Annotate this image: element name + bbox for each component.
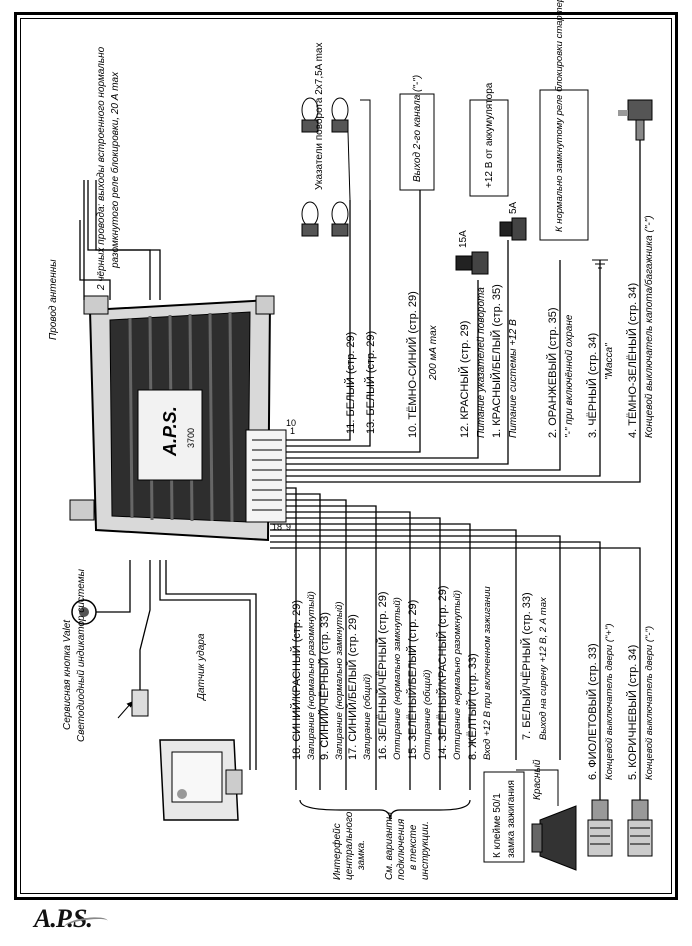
wire-6-sub: Концевой выключатель двери ("+") (604, 624, 615, 780)
wire-15-label: 15. ЗЕЛЁНЫЙ/БЕЛЫЙ (стр. 29) (406, 600, 419, 760)
turn-signal-lamps (301, 97, 371, 237)
starter-label: К нормально замкнутому реле блокировки с… (554, 0, 565, 232)
wire-9-sub: Запирание (нормально замкнутый) (334, 602, 345, 761)
turn-signals-label: Указатели поворота 2x7,5A max (314, 43, 325, 190)
wire-3-label: 3. ЧЁРНЫЙ (стр. 34) (586, 333, 599, 438)
outer-frame (14, 12, 678, 900)
wire-11-label: 11. БЕЛЫЙ (стр. 29) (344, 332, 357, 434)
wire-8-sub: Вход +12 В при включенном зажигании (482, 586, 493, 760)
door-switch-minus (627, 799, 653, 857)
wire-12-label: 12. КРАСНЫЙ (стр. 29) (458, 321, 471, 438)
wire-4-label: 4. ТЁМНО-ЗЕЛЁНЫЙ (стр. 34) (626, 283, 639, 438)
black-wires-label: 2 чёрных провода: выходы встроенного нор… (96, 46, 107, 291)
wire-7-label: 7. БЕЛЫЙ/ЧЁРНЫЙ (стр. 33) (520, 592, 533, 740)
left-wire-bundle (270, 487, 641, 800)
lock-brace (299, 799, 471, 821)
device-model: 3700 (186, 428, 196, 448)
ignition-line2: замка зажигания (506, 780, 517, 858)
wire-18-label: 18. СИНИЙ/КРАСНЫЙ (стр. 29) (290, 600, 303, 760)
lock-interface-line3: замка. (356, 840, 367, 871)
pin-10-label: 10 (286, 418, 296, 428)
led-label: Светодиодный индикатор системы (76, 568, 87, 742)
shock-sensor-label: Датчик удара (196, 633, 207, 701)
wire-1-sub: Питание системы +12 В (508, 319, 519, 438)
fuse-15a (455, 251, 489, 275)
pin-1-label: 1 (290, 426, 295, 436)
channel2-box (399, 93, 435, 191)
ground-symbol (592, 259, 608, 269)
lock-interface-line2: центрального (344, 811, 355, 880)
wire-13-label: 13. БЕЛЫЙ (стр. 29) (364, 331, 377, 434)
pin-9-label: 9 (286, 522, 291, 532)
variants-line1: См. варианты (384, 811, 395, 880)
antenna-label: Провод антенны (48, 259, 59, 340)
siren-red-label: Красный (532, 759, 543, 800)
fuse-5a-label: 5А (508, 201, 519, 214)
pin-18-label: 18 (272, 522, 282, 532)
starter-relay-box (539, 89, 589, 241)
wire-6-label: 6. ФИОЛЕТОВЫЙ (стр. 33) (586, 643, 599, 780)
wire-14-sub: Отпирание нормально разомкнутый) (452, 590, 463, 760)
wire-16-sub: Отпирание (нормально замкнутый) (392, 597, 403, 760)
variants-line2: подключения (396, 818, 407, 880)
wire-2-label: 2. ОРАНЖЕВЫЙ (стр. 35) (546, 307, 559, 438)
battery-box (469, 99, 509, 197)
valet-button (71, 560, 131, 625)
wire-10-sub: 200 мА max (428, 324, 439, 381)
fuse-5a (499, 217, 527, 241)
battery-label: +12 В от аккумулятора (484, 82, 495, 188)
variants-line4: инструкции. (420, 821, 431, 880)
inner-frame (20, 18, 672, 894)
aps-logo: A.P.S. (34, 904, 93, 933)
wire-2-sub: "-" при включённой охране (564, 314, 575, 438)
variants-line3: в тексте (408, 824, 419, 870)
channel2-label: Выход 2-го канала ("-") (412, 75, 423, 182)
antenna-wires (79, 180, 161, 300)
wire-9-label: 9. СИНИЙ/ЧЁРНЫЙ (стр. 33) (318, 612, 331, 760)
led-indicator (117, 560, 151, 719)
valet-label: Сервисная кнопка Valet (62, 619, 73, 730)
shock-sensor (159, 739, 243, 821)
wire-14-label: 14. ЗЕЛЁНЫЙ/КРАСНЫЙ (стр. 29) (436, 585, 449, 760)
lock-interface-line1: Интерфейс (331, 823, 343, 880)
wire-15-sub: Отпирание (общий) (422, 670, 433, 760)
wire-1-label: 1. КРАСНЫЙ/БЕЛЫЙ (стр. 35) (490, 284, 503, 438)
wire-7-sub: Выход на сирену +12 В, 2 А max (538, 596, 549, 740)
wire-3-sub: "Масса" (604, 343, 615, 380)
wire-10-label: 10. ТЁМНО-СИНИЙ (стр. 29) (406, 291, 419, 438)
main-unit: A.P.S. 3700 (69, 295, 287, 542)
wire-16-label: 16. ЗЕЛЁНЫЙ/ЧЁРНЫЙ (стр. 29) (376, 591, 389, 760)
device-logo: A.P.S. (160, 406, 180, 457)
fuse-15a-label: 15А (458, 230, 469, 248)
wire-17-label: 17. СИНИЙ/БЕЛЫЙ (стр. 29) (346, 614, 359, 760)
hood-switch (618, 99, 653, 141)
ignition-line1: К клейме 50/1 (492, 793, 503, 858)
black-wires-label-2: разомкнутого реле блокировки, 20 А max (109, 71, 121, 269)
wire-5-label: 5. КОРИЧНЕВЫЙ (стр. 34) (626, 645, 639, 780)
ignition-box (483, 771, 525, 863)
wire-5-sub: Концевой выключатель двери ("-") (644, 626, 655, 780)
door-switch-plus (587, 799, 613, 857)
wire-4-sub: Концевой выключатель капота/багажника ("… (643, 215, 655, 438)
wire-8-label: 8. ЖЁЛТЫЙ (стр. 33) (466, 653, 479, 760)
right-wire-bundle (286, 140, 641, 483)
wire-17-sub: Запирание (общий) (362, 674, 373, 760)
wire-12-sub: Питание указателей поворота (476, 287, 487, 438)
wire-18-sub: Запирание (нормально разомкнутый) (306, 591, 317, 760)
siren (516, 769, 577, 871)
